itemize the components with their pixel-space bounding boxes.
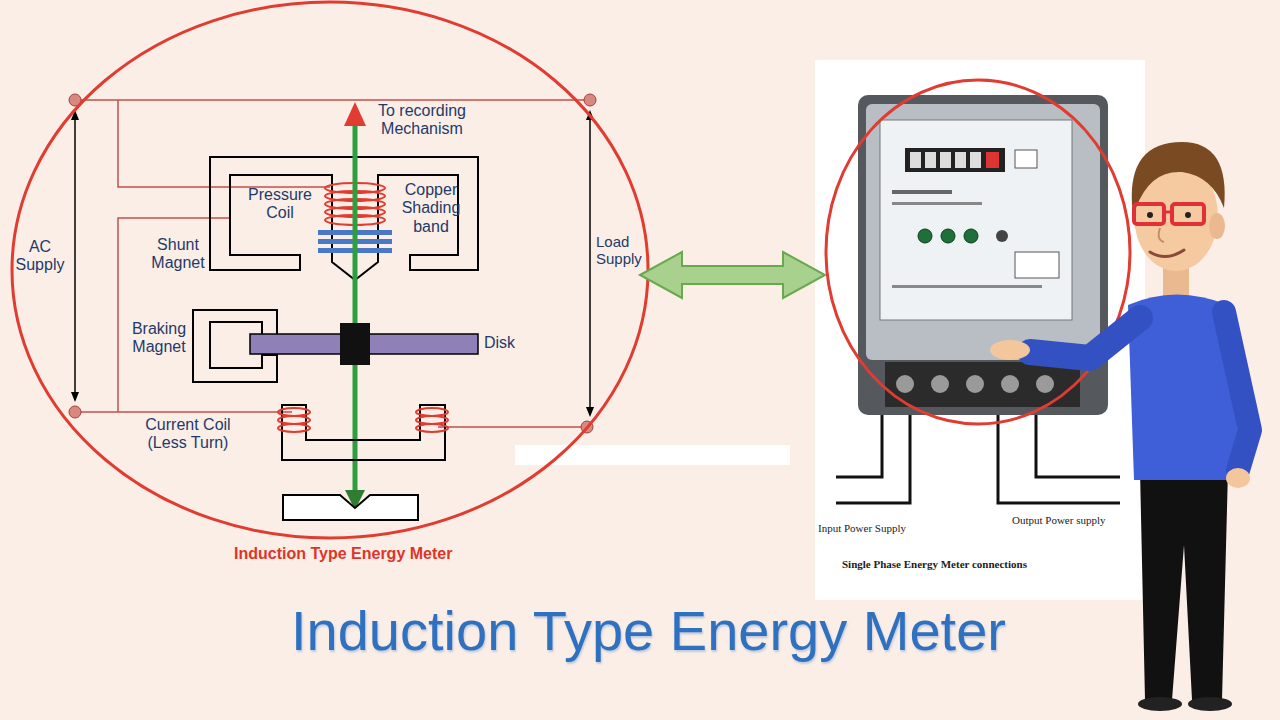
photo-caption: Input Power Supply [818, 522, 958, 535]
coil-turn [278, 408, 310, 416]
part-label: To recording Mechanism [370, 102, 474, 139]
figure-caption: Induction Type Energy Meter [234, 545, 452, 563]
coil-turn [278, 416, 310, 424]
trousers [1140, 470, 1228, 700]
shoe [1188, 697, 1232, 711]
meter-cover [866, 104, 1100, 360]
terminal-dot [584, 94, 596, 106]
input-wire [836, 405, 910, 503]
eye [1147, 212, 1153, 218]
dimension-arrow [589, 112, 591, 415]
meter-face [880, 120, 1072, 320]
terminal-screw [1001, 375, 1019, 393]
coil-turn [416, 424, 448, 432]
glasses [1134, 204, 1164, 224]
counter [905, 148, 1005, 172]
double-arrow [640, 252, 825, 298]
arm [1030, 318, 1140, 358]
dimension-arrow [74, 112, 76, 400]
coil-turn [416, 408, 448, 416]
presenter [990, 142, 1250, 711]
highlight-circle [12, 2, 648, 538]
page-title: Induction Type Energy Meter [291, 598, 1006, 663]
coil-turn [278, 424, 310, 432]
background-patch [515, 445, 790, 465]
glasses [1172, 204, 1204, 224]
photo-background [815, 60, 1145, 600]
face-print [892, 285, 1042, 288]
current-coil-wire [438, 426, 587, 428]
output-wire [1036, 405, 1120, 477]
jewel-bearing [283, 495, 418, 520]
face-print [892, 202, 982, 205]
part-label: Load Supply [596, 233, 646, 268]
hand [1226, 468, 1250, 488]
indicator-led [996, 230, 1008, 242]
pressure-coil-wire [118, 100, 330, 187]
glasses [1164, 211, 1172, 214]
counter-digit [970, 152, 981, 168]
part-label: Copper Shading band [396, 181, 466, 236]
highlight-circle [826, 80, 1130, 424]
part-label: Braking Magnet [124, 320, 194, 357]
supply-wire [75, 99, 590, 101]
current-coil [278, 408, 448, 432]
disk-hub [340, 323, 370, 365]
current-coil-wire [75, 411, 292, 413]
shoe [1138, 697, 1182, 711]
counter-digit [925, 152, 936, 168]
face-print [892, 190, 952, 194]
coil-turn [416, 416, 448, 424]
logo-mark [1015, 150, 1037, 168]
nose [1159, 228, 1164, 242]
indicator-led [964, 229, 978, 243]
arrow-head [71, 392, 79, 402]
meter-wires [836, 405, 1120, 503]
terminal-screw [1036, 375, 1054, 393]
indicator-led [941, 229, 955, 243]
part-label: Shunt Magnet [145, 236, 211, 273]
photo-caption: Single Phase Energy Meter connections [842, 558, 1122, 571]
counter-digit [986, 152, 999, 168]
wiring-symbol [1015, 252, 1059, 278]
photo-caption: Output Power supply [1012, 514, 1132, 527]
counter-digit [955, 152, 966, 168]
ear [1209, 213, 1225, 239]
series-magnet [282, 405, 445, 460]
terminal-dot [69, 406, 81, 418]
counter-digit [910, 152, 921, 168]
part-label: AC Supply [8, 238, 72, 275]
mouth [1150, 250, 1184, 257]
part-label: Current Coil (Less Turn) [138, 416, 238, 453]
arm [1224, 312, 1250, 470]
arrow-head [586, 407, 594, 417]
eye [1185, 212, 1191, 218]
terminal-screw [966, 375, 984, 393]
hair [1132, 142, 1225, 208]
terminal-screw [896, 375, 914, 393]
counter-digit [940, 152, 951, 168]
terminal-screw [931, 375, 949, 393]
part-label: Pressure Coil [244, 186, 316, 223]
terminal-block [885, 362, 1080, 407]
indicator-led [918, 229, 932, 243]
spindle-arrow [344, 102, 366, 126]
hand [990, 340, 1030, 360]
input-wire [836, 405, 882, 477]
spindle [353, 122, 358, 492]
part-label: Disk [484, 334, 534, 352]
shunt-magnet [210, 157, 478, 280]
